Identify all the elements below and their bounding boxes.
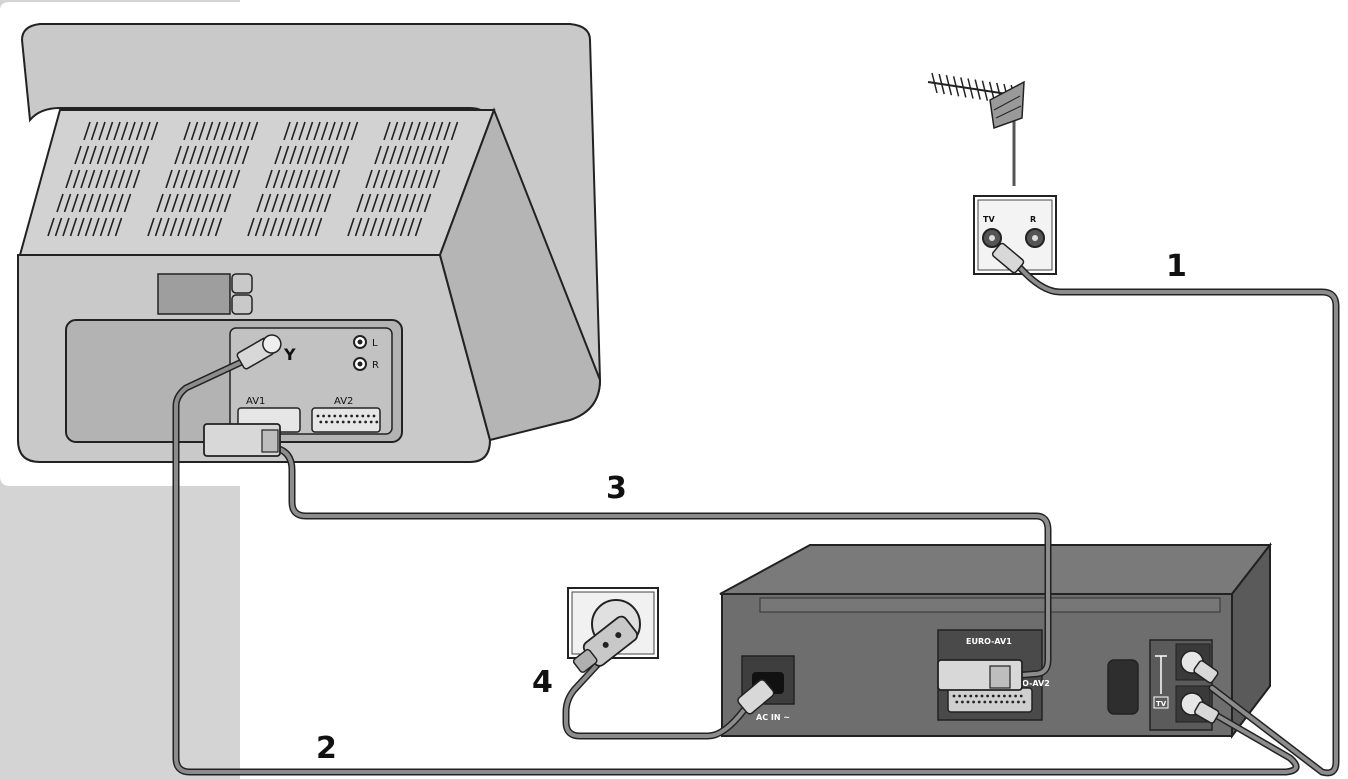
socket-coax-plug [991, 242, 1025, 274]
tv-av2-pins [316, 414, 379, 424]
tv-av2-label: AV2 [334, 396, 353, 407]
step-label-2: 2 [316, 731, 337, 766]
tv-vent-grid [47, 121, 459, 237]
tv-antenna-plug [236, 334, 282, 370]
tv-av1-label: AV1 [246, 396, 265, 407]
vcr-tv-badge-box [1153, 696, 1169, 709]
tv-audio-l-label: L [372, 338, 378, 349]
vcr-euro-av1-label: EURO-AV1 [966, 637, 1012, 646]
vcr-rf-in-plug [1180, 650, 1219, 684]
roof-antenna [927, 72, 1025, 186]
cables [172, 258, 1340, 777]
tv-av2-scart [311, 407, 381, 433]
tv-small-block-top [231, 273, 253, 294]
vcr-scart-plug [937, 659, 1023, 691]
mains-plug [572, 615, 639, 673]
vcr-rf-out-plug [1180, 692, 1220, 724]
vcr-euro-av2-label: EURO-AV2 [1004, 679, 1050, 688]
step-label-1: 1 [1166, 249, 1187, 284]
plugs [203, 242, 1220, 724]
step-label-4: 4 [532, 665, 553, 700]
tv-right-side [438, 107, 602, 442]
tv-antenna-symbol: Y [283, 345, 296, 364]
socket-tv-label: TV [983, 215, 995, 224]
tv-audio-r-label: R [372, 360, 379, 371]
tv-back: L R Y AV1 AV2 [17, 23, 602, 463]
tv-label-plate [157, 273, 231, 315]
vcr-top [719, 544, 1273, 595]
vcr-slot [1107, 659, 1139, 715]
vcr-back-ridge [759, 597, 1221, 613]
vcr-euro-av2-pins [952, 694, 1026, 704]
ac-in-plug [737, 679, 775, 715]
step-label-3: 3 [606, 471, 627, 506]
tv-small-block-bottom [231, 294, 253, 315]
vcr-recorder: EURO-AV1 EURO-AV2 TV AC IN ~ [719, 542, 1273, 739]
vcr-euro-av2-scart [947, 687, 1033, 713]
vcr-tv-badge: TV [1156, 700, 1167, 708]
cable-4 [562, 660, 748, 740]
tv-scart-plug [203, 423, 281, 457]
vcr-ac-in-label: AC IN ~ [756, 713, 790, 722]
socket-radio-label: R [1030, 215, 1036, 224]
